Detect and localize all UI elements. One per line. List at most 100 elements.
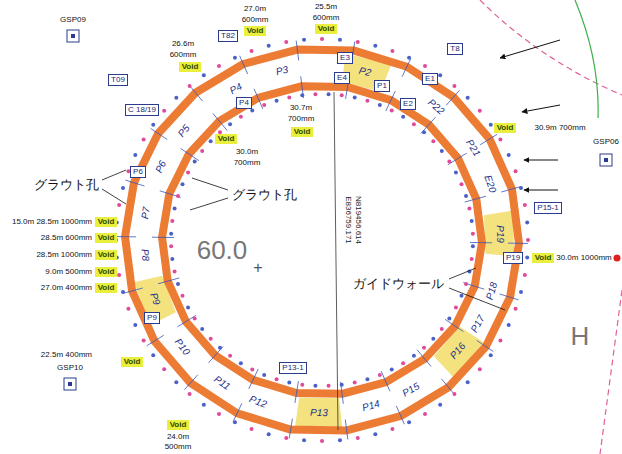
grout-hole bbox=[142, 339, 146, 343]
highlighted-panel bbox=[484, 211, 514, 257]
grout-hole bbox=[176, 282, 180, 286]
grout-hole bbox=[250, 368, 254, 372]
panel-joint bbox=[500, 294, 519, 300]
grout-hole bbox=[133, 153, 137, 157]
grout-hole bbox=[401, 115, 405, 119]
grout-hole bbox=[228, 354, 232, 358]
panel-joint bbox=[160, 191, 181, 198]
panel-box: E1 bbox=[422, 73, 438, 85]
grout-hole bbox=[170, 219, 174, 223]
grout-hole bbox=[489, 123, 493, 127]
grout-hole bbox=[250, 49, 254, 53]
panel-box: P15-1 bbox=[534, 202, 561, 214]
direction-arrow bbox=[524, 160, 558, 161]
grout-hole bbox=[162, 109, 166, 113]
grout-hole bbox=[378, 373, 382, 377]
void-tag: Void bbox=[532, 253, 555, 263]
grout-hole bbox=[121, 290, 125, 294]
panel-joint bbox=[181, 148, 199, 160]
grout-hole bbox=[412, 122, 416, 126]
grout-hole bbox=[233, 56, 237, 60]
panel-joint bbox=[208, 346, 223, 362]
grout-hole bbox=[340, 93, 344, 97]
direction-arrow bbox=[500, 40, 560, 58]
grout-hole bbox=[438, 73, 442, 77]
panel-label: P6 bbox=[154, 159, 168, 174]
void-tag: Void bbox=[95, 267, 118, 277]
grout-hole bbox=[466, 380, 470, 384]
borehole-symbol bbox=[71, 34, 75, 38]
grout-hole bbox=[202, 73, 206, 77]
grout-hole bbox=[507, 153, 511, 157]
grout-hole bbox=[174, 380, 178, 384]
void-tag: Void bbox=[244, 26, 267, 36]
panel-box: C 18/19 bbox=[125, 104, 159, 116]
depth-note: 30.9m 700mm bbox=[534, 124, 585, 132]
node-text: Void bbox=[170, 420, 187, 430]
grout-hole bbox=[320, 37, 324, 41]
panel-label: P22 bbox=[426, 98, 446, 117]
grout-hole bbox=[121, 186, 125, 190]
grout-hole bbox=[209, 337, 213, 341]
grout-hole bbox=[478, 109, 482, 113]
panel-joint bbox=[301, 76, 304, 98]
leader-line bbox=[190, 198, 228, 210]
grout-hole bbox=[452, 84, 456, 88]
panel-joint bbox=[152, 237, 174, 238]
grout-hole bbox=[407, 56, 411, 60]
depth-note: 27.0m bbox=[244, 5, 266, 13]
grout-hole bbox=[320, 439, 324, 443]
grout-hole bbox=[440, 149, 444, 153]
borehole-label: GSP06 bbox=[593, 138, 619, 146]
panel-joint bbox=[233, 403, 242, 421]
grout-hole bbox=[169, 244, 173, 248]
void-tag: Void bbox=[215, 134, 238, 144]
depth-note: 26.6m bbox=[172, 40, 194, 48]
void-tag: Void bbox=[95, 217, 118, 227]
panel-label: E20 bbox=[483, 174, 498, 194]
depth-note: 500mm bbox=[165, 443, 192, 451]
coordinate-text: E836759.171 bbox=[344, 196, 352, 244]
panel-label: P10 bbox=[172, 336, 191, 356]
grout-hole bbox=[525, 256, 529, 260]
node-text: Void bbox=[98, 250, 115, 260]
panel-joint bbox=[345, 420, 348, 440]
panel-label: P12 bbox=[248, 394, 268, 410]
panel-joint bbox=[158, 278, 179, 284]
void-tag: Void bbox=[95, 283, 118, 293]
grout-hole bbox=[378, 103, 382, 107]
grout-hole bbox=[186, 305, 190, 309]
grout-hole bbox=[200, 149, 204, 153]
callout-text: グラウト孔 bbox=[232, 188, 297, 201]
grout-hole bbox=[302, 38, 306, 42]
panel-label: P17 bbox=[469, 314, 486, 334]
grout-hole bbox=[300, 93, 304, 97]
void-tag: Void bbox=[315, 24, 338, 34]
grout-hole bbox=[188, 84, 192, 88]
grout-hole bbox=[313, 384, 317, 388]
grout-hole bbox=[507, 323, 511, 327]
grout-hole bbox=[526, 238, 530, 242]
grout-hole bbox=[174, 96, 178, 100]
grout-hole bbox=[287, 95, 291, 99]
grout-hole bbox=[365, 377, 369, 381]
grout-hole bbox=[471, 244, 475, 248]
panel-joint bbox=[441, 379, 454, 394]
panel-box: T09 bbox=[108, 74, 128, 86]
panel-label: P14 bbox=[361, 399, 381, 414]
grout-hole bbox=[327, 92, 331, 96]
grout-hole bbox=[287, 381, 291, 385]
plan-mark: H bbox=[571, 323, 590, 349]
grout-hole bbox=[440, 327, 444, 331]
panel-joint bbox=[240, 56, 248, 74]
panel-joint bbox=[446, 90, 459, 105]
grout-hole bbox=[218, 346, 222, 350]
grout-hole bbox=[176, 194, 180, 198]
void-tag: Void bbox=[179, 62, 202, 72]
site-line bbox=[575, 0, 598, 118]
grout-hole bbox=[471, 232, 475, 236]
panel-joint bbox=[421, 117, 436, 133]
grout-hole bbox=[523, 203, 527, 207]
panel-label: P8 bbox=[139, 249, 150, 262]
